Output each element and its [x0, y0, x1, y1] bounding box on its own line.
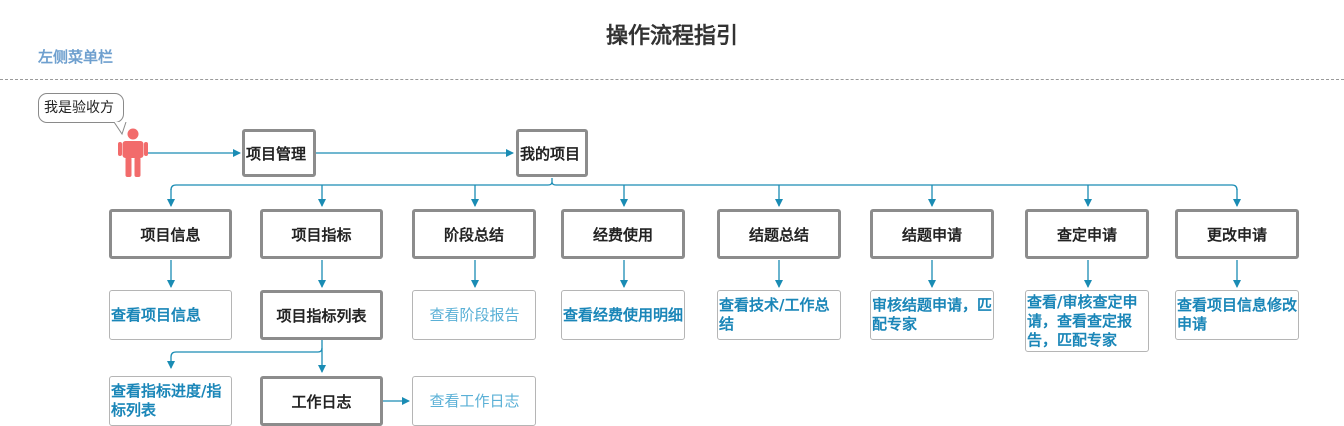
role-label: 我是验收方 — [44, 100, 114, 116]
module-closing-summary[interactable]: 结题总结 — [717, 209, 841, 259]
action-review-closing-application[interactable]: 审核结题申请，匹配专家 — [870, 290, 994, 340]
action-view-funding-details[interactable]: 查看经费使用明细 — [561, 290, 685, 340]
action-label: 审核结题申请，匹配专家 — [872, 296, 993, 333]
module-funding-usage[interactable]: 经费使用 — [561, 209, 685, 259]
action-review-verification[interactable]: 查看/审核查定申请，查看查定报告，匹配专家 — [1025, 290, 1149, 352]
person-icon — [118, 128, 148, 177]
action-indicator-list[interactable]: 项目指标列表 — [260, 290, 383, 340]
module-label: 结题申请 — [901, 225, 962, 244]
action-label: 查看经费使用明细 — [563, 305, 684, 324]
module-label: 经费使用 — [592, 225, 653, 244]
action-label: 查看指标进度/指标列表 — [111, 382, 222, 419]
section-divider — [0, 79, 1344, 80]
module-closing-application[interactable]: 结题申请 — [870, 209, 994, 259]
section-label: 左侧菜单栏 — [38, 48, 114, 66]
action-view-indicator-progress[interactable]: 查看指标进度/指标列表 — [109, 376, 232, 426]
action-view-project-info[interactable]: 查看项目信息 — [109, 290, 232, 340]
action-label: 查看工作日志 — [429, 391, 520, 410]
action-label: 查看阶段报告 — [429, 305, 520, 324]
action-view-stage-report[interactable]: 查看阶段报告 — [412, 290, 536, 340]
action-view-tech-work-summary[interactable]: 查看技术/工作总结 — [717, 290, 841, 340]
module-stage-summary[interactable]: 阶段总结 — [412, 209, 536, 259]
module-label: 项目指标 — [291, 225, 352, 244]
module-verification-application[interactable]: 查定申请 — [1025, 209, 1149, 259]
action-label: 项目指标列表 — [276, 306, 367, 325]
project-management-label: 项目管理 — [246, 144, 307, 163]
page-title: 操作流程指引 — [605, 24, 738, 49]
module-label: 更改申请 — [1206, 225, 1267, 244]
connector-bus — [170, 178, 553, 191]
module-label: 阶段总结 — [443, 225, 504, 244]
action-view-change-application[interactable]: 查看项目信息修改申请 — [1175, 290, 1299, 340]
my-projects-label: 我的项目 — [520, 144, 581, 163]
project-management-node[interactable]: 项目管理 — [242, 129, 316, 177]
work-log-label: 工作日志 — [291, 392, 352, 411]
action-label: 查看/审核查定申请，查看查定报告，匹配专家 — [1027, 292, 1138, 349]
work-log-node[interactable]: 工作日志 — [260, 376, 383, 426]
module-project-info[interactable]: 项目信息 — [109, 209, 232, 259]
module-change-application[interactable]: 更改申请 — [1175, 209, 1299, 259]
action-label: 查看项目信息 — [111, 305, 202, 324]
module-label: 结题总结 — [748, 225, 809, 244]
action-label: 查看技术/工作总结 — [719, 296, 830, 333]
role-speech-bubble: 我是验收方 — [38, 93, 124, 123]
module-project-indicators[interactable]: 项目指标 — [260, 209, 383, 259]
module-label: 项目信息 — [140, 225, 201, 244]
bubble-tail — [113, 122, 127, 136]
my-projects-node[interactable]: 我的项目 — [516, 129, 588, 177]
action-label: 查看项目信息修改申请 — [1177, 296, 1298, 333]
connector-indicator-branch — [167, 340, 323, 369]
action-view-work-log[interactable]: 查看工作日志 — [412, 376, 536, 426]
module-label: 查定申请 — [1056, 225, 1117, 244]
